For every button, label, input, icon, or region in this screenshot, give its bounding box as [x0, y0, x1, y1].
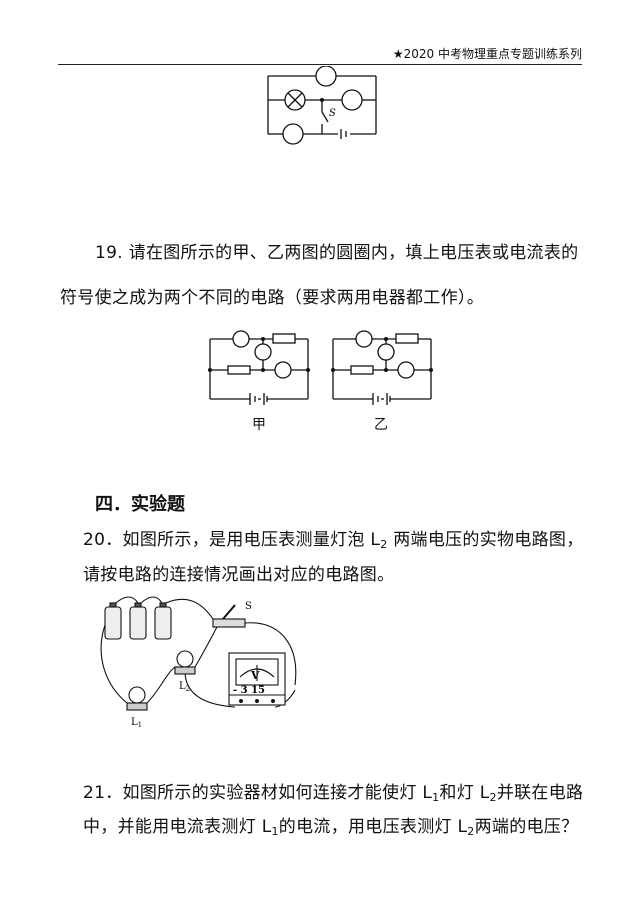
q20-line2: 请按电路的连接情况画出对应的电路图。 — [83, 565, 395, 585]
section-heading: 四．实验题 — [95, 494, 185, 515]
voltmeter-symbol: V — [250, 669, 260, 682]
q19-line1: 19. 请在图所示的甲、乙两图的圆圈内，填上电压表或电流表的 — [95, 243, 579, 263]
physical-switch-label: S — [245, 601, 252, 612]
q19-line2: 符号使之成为两个不同的电路（要求两用电器都工作）。 — [60, 288, 484, 308]
top-switch-label: S — [329, 108, 336, 119]
l1-label: L1 — [131, 717, 142, 729]
top-circuit-figure: S — [267, 66, 377, 145]
physical-circuit-figure: S L1 L2 V - 3 15 — [100, 596, 297, 729]
q21-line2: 中，并能用电流表测灯 L1的电流，用电压表测灯 L2两端的电压？ — [83, 817, 579, 838]
circuit-a-label: 甲 — [252, 417, 266, 433]
circuit-b-figure — [331, 330, 433, 405]
l2-label: L2 — [179, 681, 190, 693]
voltmeter-terminals: - 3 15 — [233, 685, 265, 696]
circuit-a-figure — [208, 330, 310, 405]
q20-line1: 20．如图所示，是用电压表测量灯泡 L2 两端电压的实物电路图， — [83, 530, 584, 551]
page-header: ★2020 中考物理重点专题训练系列 — [392, 47, 582, 61]
header-rule — [58, 64, 582, 65]
circuit-b-label: 乙 — [374, 417, 388, 433]
q21-line1: 21．如图所示的实验器材如何连接才能使灯 L1和灯 L2并联在电路 — [83, 783, 584, 804]
